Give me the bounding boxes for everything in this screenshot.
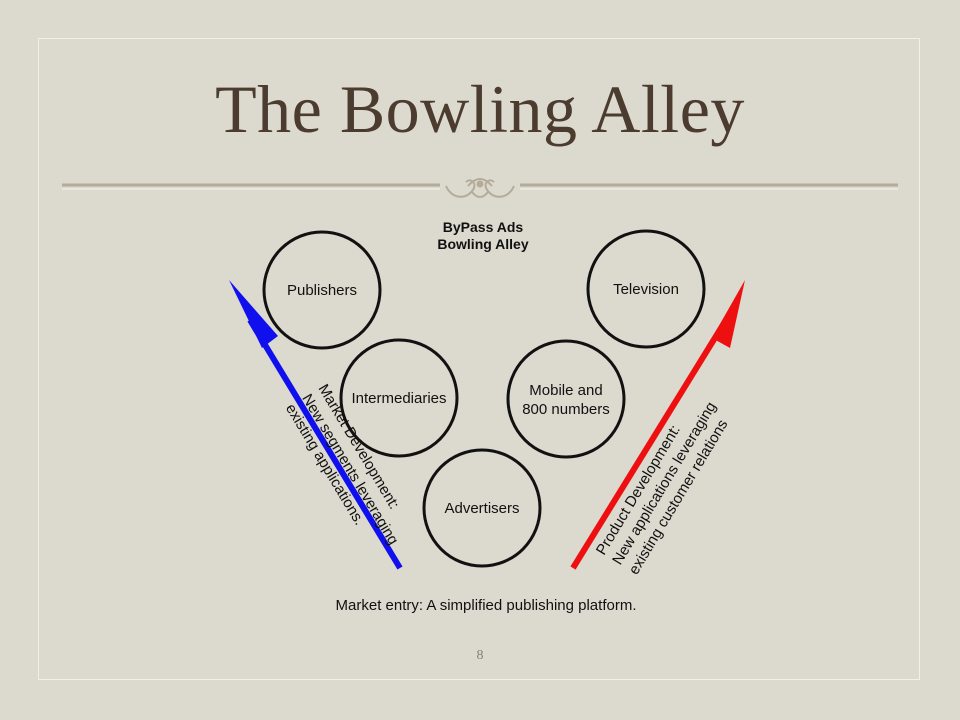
node-television: Television [586,229,706,349]
slide-frame [38,38,920,680]
product-development-arrow [570,280,745,570]
node-publishers-label: Publishers [287,282,357,299]
node-intermediaries: Intermediaries [339,338,459,458]
diagram-heading-line1: ByPass Ads [443,219,524,235]
ornament-icon [445,178,515,198]
node-mobile: Mobile and 800 numbers [506,339,626,459]
slide-title: The Bowling Alley [215,71,745,147]
page-number: 8 [476,648,484,663]
market-entry-caption: Market entry: A simplified publishing pl… [336,597,637,614]
node-mobile-label-line1: Mobile and [529,382,602,399]
node-advertisers-label: Advertisers [444,500,519,517]
market-development-arrow [229,280,403,570]
diagram-heading-line2: Bowling Alley [437,236,528,252]
node-publishers: Publishers [262,230,382,350]
node-mobile-label-line2: 800 numbers [522,401,610,418]
node-television-label: Television [613,281,679,298]
node-advertisers: Advertisers [422,448,542,568]
node-intermediaries-label: Intermediaries [351,390,446,407]
